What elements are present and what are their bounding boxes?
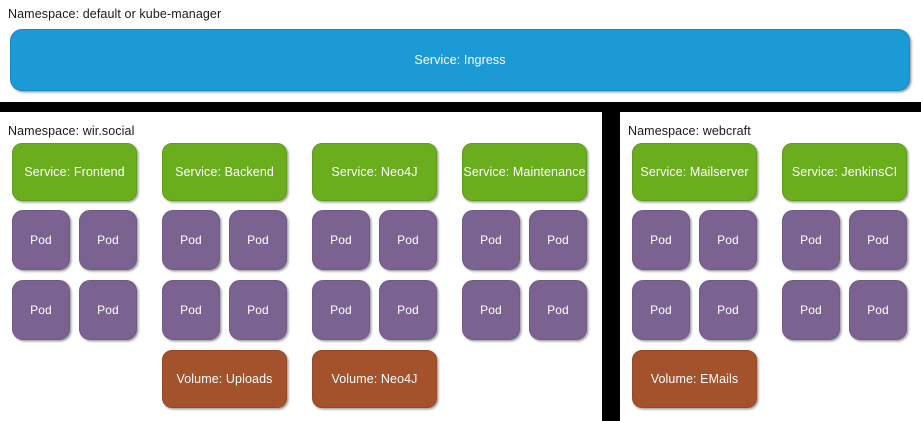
namespace-label-webcraft: Namespace: webcraft	[628, 124, 751, 138]
namespace-panel-wir-social: Namespace: wir.social Service: Frontend …	[0, 112, 602, 421]
pod[interactable]: Pod	[782, 210, 840, 270]
pod[interactable]: Pod	[529, 280, 587, 340]
pod[interactable]: Pod	[12, 280, 70, 340]
namespace-label-wir-social: Namespace: wir.social	[8, 124, 135, 138]
pod[interactable]: Pod	[462, 210, 520, 270]
service-maintenance[interactable]: Service: Maintenance	[462, 143, 587, 201]
volume-emails[interactable]: Volume: EMails	[632, 350, 757, 408]
service-ingress[interactable]: Service: Ingress	[10, 29, 910, 91]
pod[interactable]: Pod	[312, 280, 370, 340]
pod[interactable]: Pod	[379, 210, 437, 270]
namespace-panel-webcraft: Namespace: webcraft Service: Mailserver …	[620, 112, 921, 421]
pod[interactable]: Pod	[229, 280, 287, 340]
pod[interactable]: Pod	[782, 280, 840, 340]
pod[interactable]: Pod	[379, 280, 437, 340]
pod[interactable]: Pod	[699, 280, 757, 340]
pod[interactable]: Pod	[529, 210, 587, 270]
service-jenkinsci[interactable]: Service: JenkinsCI	[782, 143, 907, 201]
namespace-panel-default: Namespace: default or kube-manager Servi…	[0, 0, 921, 102]
volume-uploads[interactable]: Volume: Uploads	[162, 350, 287, 408]
pod[interactable]: Pod	[462, 280, 520, 340]
pod[interactable]: Pod	[162, 280, 220, 340]
pod[interactable]: Pod	[632, 210, 690, 270]
volume-neo4j[interactable]: Volume: Neo4J	[312, 350, 437, 408]
service-mailserver[interactable]: Service: Mailserver	[632, 143, 757, 201]
pod[interactable]: Pod	[849, 210, 907, 270]
pod[interactable]: Pod	[79, 210, 137, 270]
namespace-label-default: Namespace: default or kube-manager	[8, 7, 222, 21]
service-frontend[interactable]: Service: Frontend	[12, 143, 137, 201]
pod[interactable]: Pod	[312, 210, 370, 270]
pod[interactable]: Pod	[12, 210, 70, 270]
pod[interactable]: Pod	[162, 210, 220, 270]
pod[interactable]: Pod	[849, 280, 907, 340]
pod[interactable]: Pod	[632, 280, 690, 340]
service-neo4j[interactable]: Service: Neo4J	[312, 143, 437, 201]
service-backend[interactable]: Service: Backend	[162, 143, 287, 201]
pod[interactable]: Pod	[699, 210, 757, 270]
pod[interactable]: Pod	[229, 210, 287, 270]
pod[interactable]: Pod	[79, 280, 137, 340]
